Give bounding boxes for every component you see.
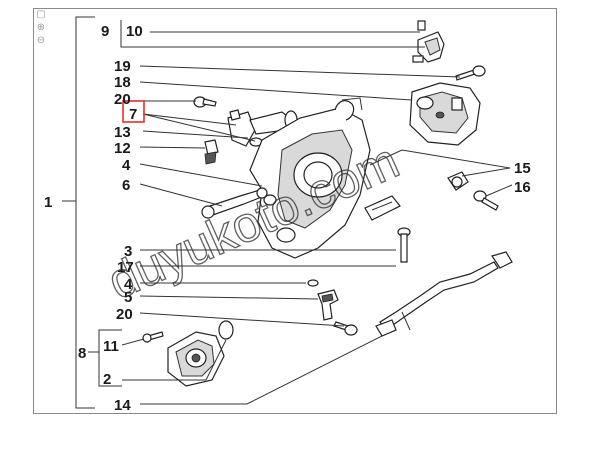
- part-11-screw: [142, 331, 164, 343]
- callout-4-upper: 4: [122, 157, 131, 174]
- diagram-frame: [33, 8, 557, 414]
- callout-8: 8: [78, 345, 86, 362]
- callout-labels: 1 9 10 19 18 20 7 13 12 4 6 3 17 4 5 20 …: [44, 23, 531, 414]
- part-14-tube: [375, 251, 513, 337]
- callout-6: 6: [122, 177, 130, 194]
- part-3-bolt: [397, 227, 411, 263]
- viewer-toolbar: ▢ ⊕ ⊖: [36, 10, 50, 49]
- callout-12: 12: [114, 140, 131, 157]
- callout-18: 18: [114, 74, 131, 91]
- part-16-bolt: [473, 190, 499, 211]
- part-10-sensor: [412, 20, 445, 63]
- highlight-box: [122, 100, 145, 123]
- callout-17: 17: [117, 259, 134, 276]
- zoom-in-icon[interactable]: ⊕: [36, 22, 46, 33]
- part-5-sensor: [317, 289, 339, 321]
- callout-10: 10: [126, 23, 143, 40]
- part-15-bracket: [447, 171, 469, 191]
- zoom-out-icon[interactable]: ⊖: [36, 35, 46, 46]
- callout-5: 5: [124, 289, 132, 306]
- part-main-block: [249, 97, 371, 259]
- leader-lines: [62, 16, 513, 409]
- callout-13: 13: [114, 124, 131, 141]
- page-icon[interactable]: ▢: [36, 9, 46, 20]
- callout-3: 3: [124, 243, 132, 260]
- part-2-pump: [167, 320, 234, 387]
- callout-7: 7: [129, 106, 137, 123]
- part-4-oring: [307, 279, 319, 287]
- part-20-bolt-upper: [193, 96, 217, 108]
- callout-20-upper: 20: [114, 91, 131, 108]
- part-19-bolt: [455, 65, 486, 81]
- callout-15: 15: [514, 160, 531, 177]
- callout-16: 16: [514, 179, 531, 196]
- callout-11: 11: [103, 338, 119, 355]
- callout-19: 19: [114, 58, 131, 75]
- part-20-bolt-lower: [333, 321, 358, 336]
- callout-4-lower: 4: [124, 276, 133, 293]
- part-6-pipe: [201, 187, 268, 219]
- part-clip: [364, 195, 401, 221]
- callout-2: 2: [103, 371, 111, 388]
- callout-14: 14: [114, 397, 131, 414]
- part-18-housing: [409, 82, 481, 146]
- callout-1: 1: [44, 194, 52, 211]
- part-12-sensor: [204, 139, 219, 165]
- callout-9: 9: [101, 23, 109, 40]
- callout-20-lower: 20: [116, 306, 133, 323]
